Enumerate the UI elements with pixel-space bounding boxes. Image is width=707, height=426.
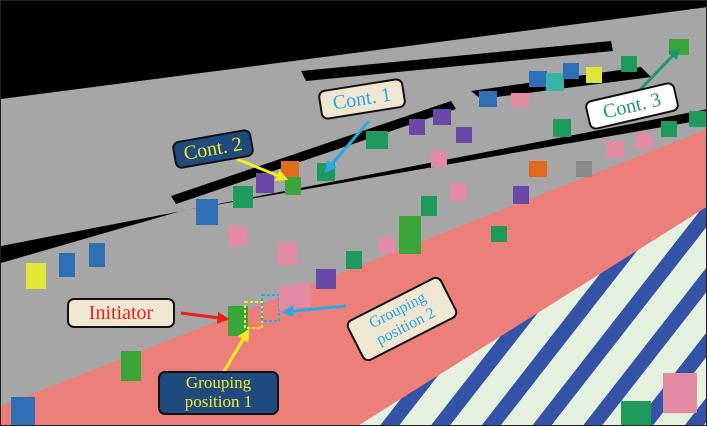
agent-cube [529,71,547,87]
agent-cube [479,91,497,107]
agent-cube [606,141,624,157]
agent-cube [431,151,447,167]
initiator-agent [228,306,248,336]
agent-cube [409,119,425,135]
agent-cube [293,283,311,307]
agent-cube [621,56,637,72]
agent-cube [421,196,437,216]
agent-cube [553,119,571,137]
agent-cube [669,39,689,55]
label-cont1-text: Cont. 1 [331,83,393,115]
agent-cube [11,397,35,425]
label-grouping-position-1: Grouping position 1 [158,371,279,415]
agent-cube [366,131,388,149]
cont2-arrow [236,157,289,181]
agent-cube [379,237,395,253]
agent-cube [89,243,105,267]
group2-arrow [281,304,347,318]
agent-cube [277,243,297,265]
agent-cube [433,109,451,125]
agent-cube [563,63,579,79]
agent-cube [233,186,253,208]
agent-cube [513,186,529,204]
agent-cube [316,269,336,289]
label-grouping-position-1-line1: Grouping [185,373,252,393]
agent-cube [546,73,564,91]
cont1-arrow [324,120,371,173]
agent-cube [586,67,602,83]
platform-gap-2 [171,101,456,204]
arrows-layer [180,47,681,374]
agent-cube [491,226,507,242]
group1-arrow [221,328,250,374]
label-grouping-position-1-line2: position 1 [184,392,253,411]
platform-gap [1,109,706,263]
agent-cube [279,286,295,310]
agent-cube [663,373,697,413]
agent-cube [196,199,218,225]
agent-cube [576,161,592,177]
agent-cube [451,183,467,201]
agent-cube [399,216,421,254]
initiator-arrow [180,311,230,324]
agent-cube [285,177,301,195]
agent-cube [529,161,547,177]
agent-cube [621,401,651,425]
agent-cube [121,351,141,381]
agent-cube [456,127,472,143]
agent-cube [256,173,274,193]
crosswalk [359,207,706,425]
agent-cube [59,253,75,277]
agent-cube [346,251,362,269]
agent-cube [229,226,247,246]
agent-cube [689,111,706,127]
label-initiator: Initiator [67,298,175,328]
agent-cube [281,161,299,179]
agents-layer [11,39,706,425]
agent-cube [636,133,652,149]
cont3-arrow [635,47,681,95]
agent-cube [26,263,46,289]
agent-cube [661,121,677,137]
label-initiator-text: Initiator [88,302,154,324]
agent-cube [511,93,529,107]
upper-rail-slot [301,41,613,81]
